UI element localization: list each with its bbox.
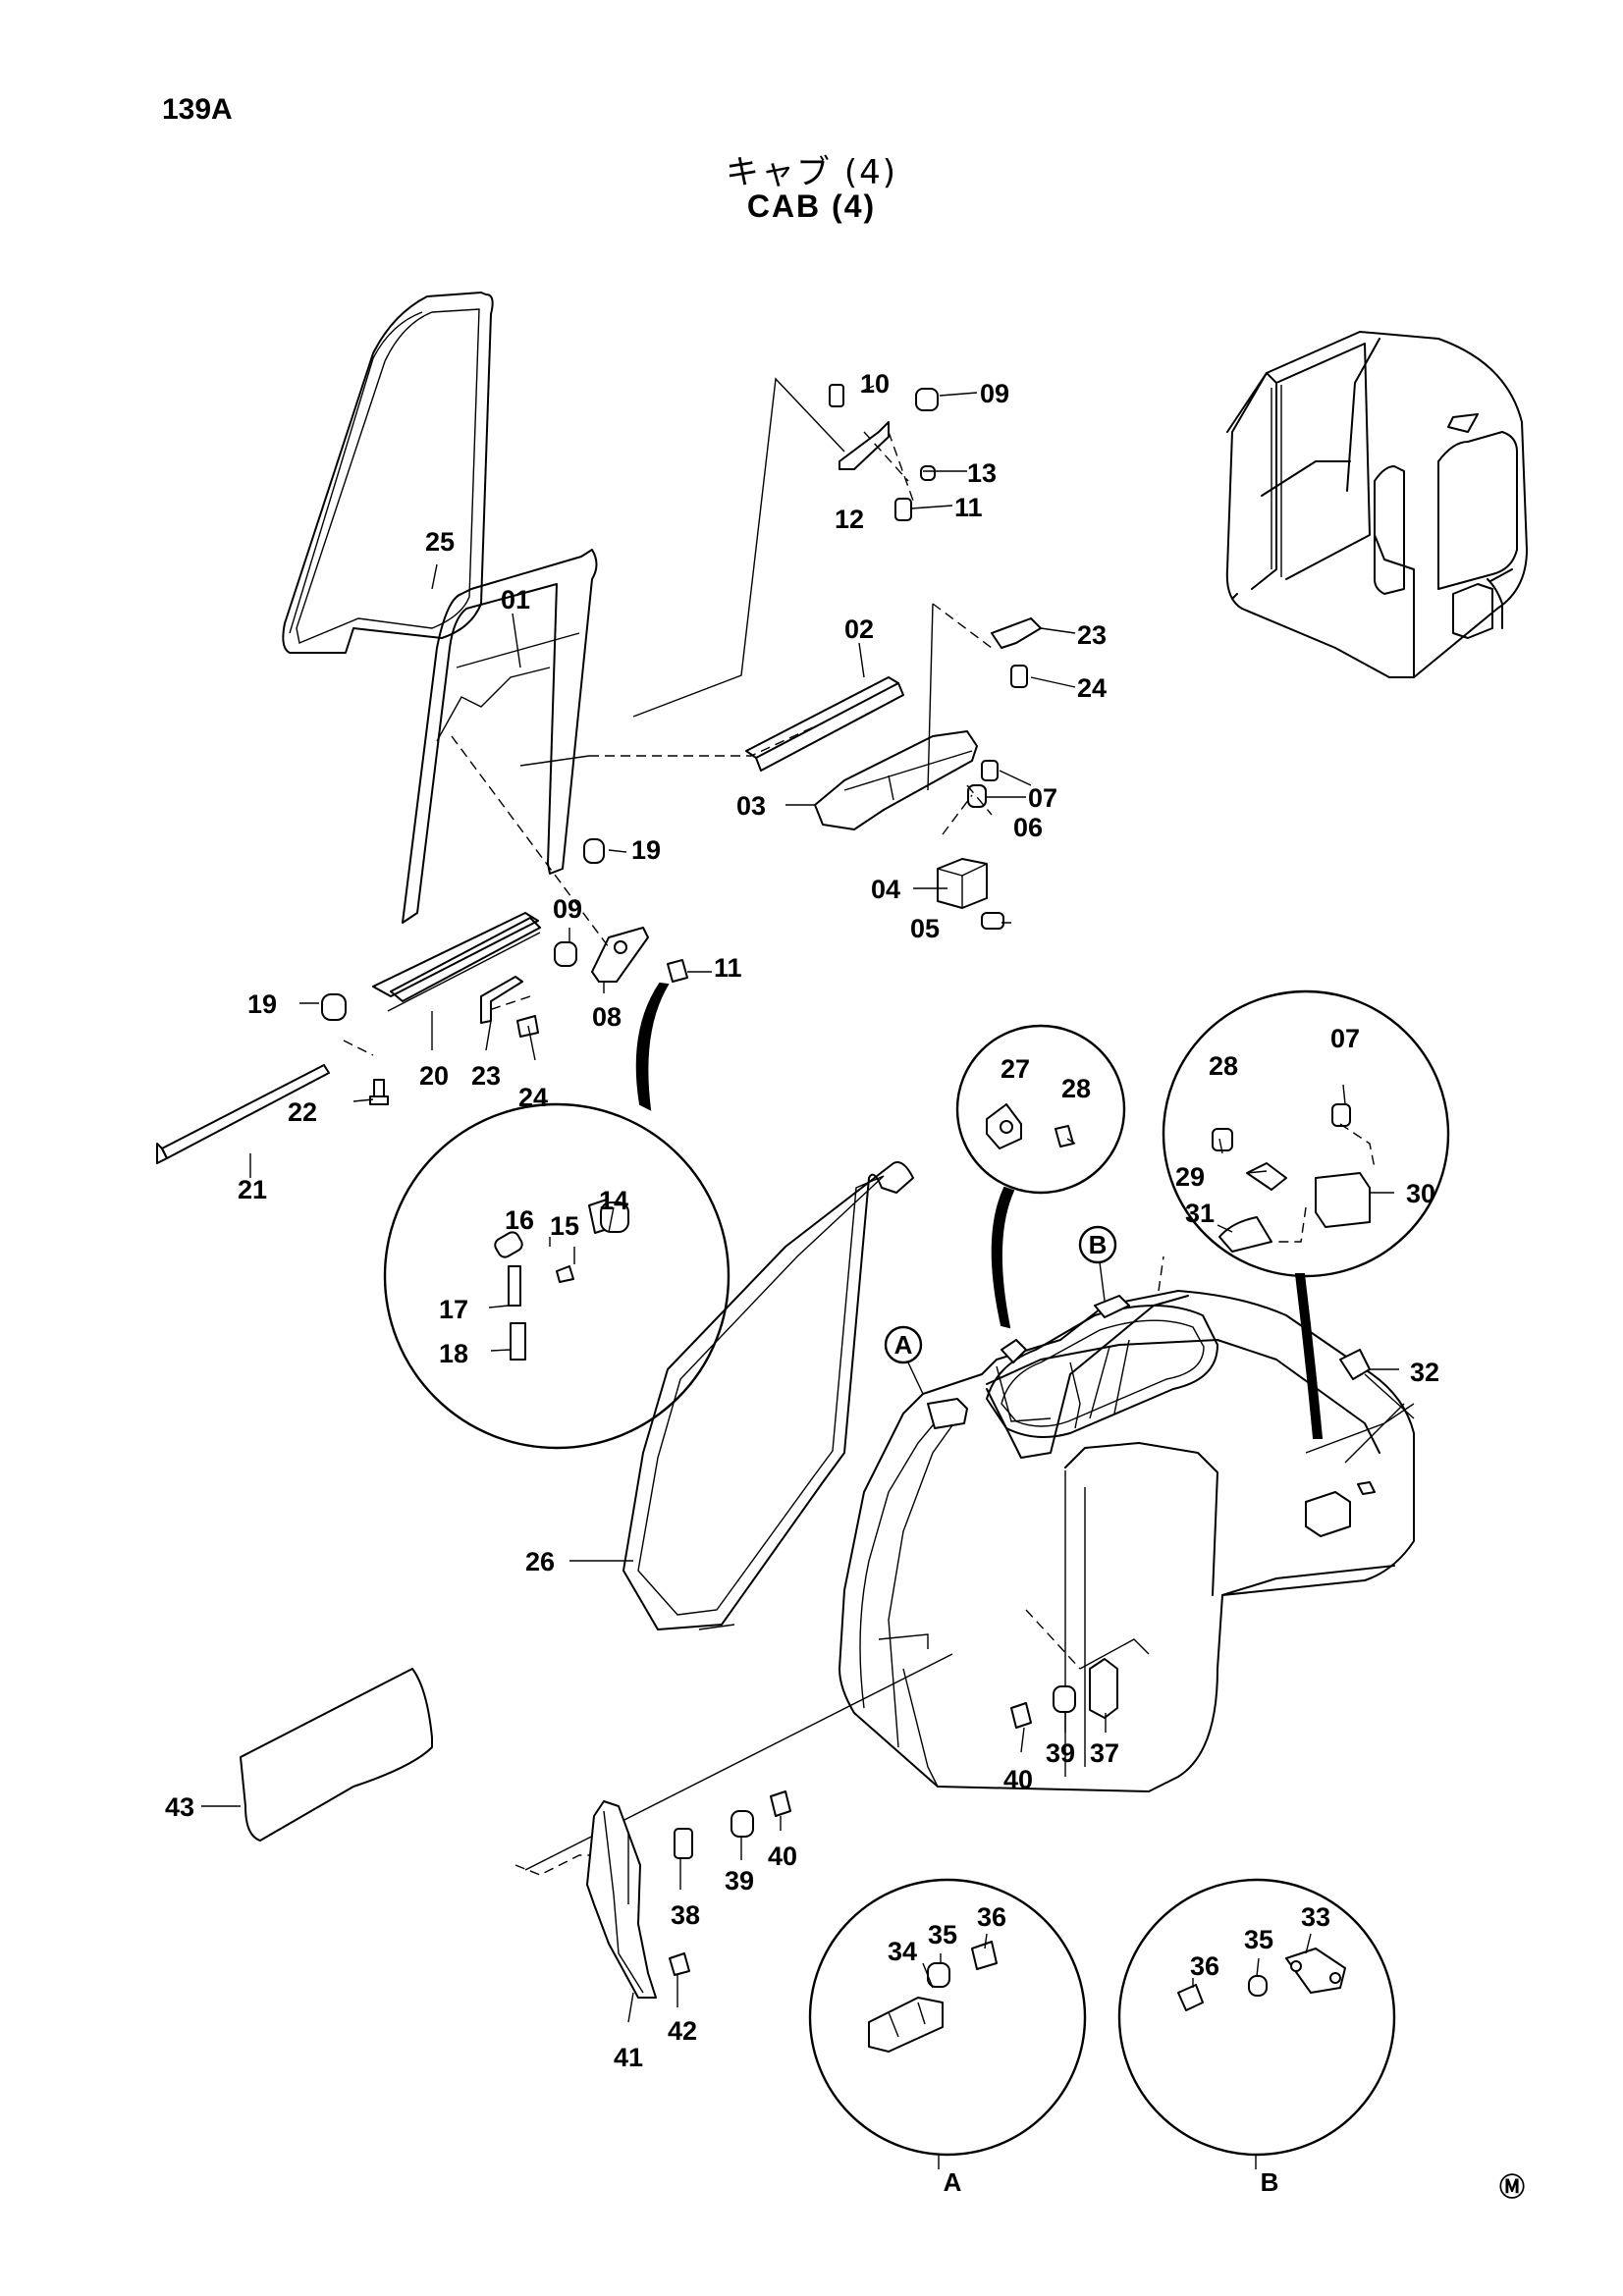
detail-circle-b: [1117, 1878, 1396, 2157]
detail-a-label: A: [944, 2167, 962, 2197]
label-22: 22: [288, 1097, 317, 1127]
label-11-top: 11: [954, 493, 983, 522]
label-37: 37: [1090, 1738, 1119, 1768]
small-parts-left: [321, 838, 688, 1105]
label-09-top: 09: [980, 379, 1009, 408]
label-19-right: 19: [631, 835, 661, 865]
label-13: 13: [967, 458, 997, 488]
label-20: 20: [419, 1061, 449, 1091]
hinge-bracket-12: [829, 384, 939, 521]
rail-21: [156, 1064, 330, 1164]
label-26: 26: [525, 1547, 555, 1576]
part-labels: 25 01 10 09 13 12 11 02 23 24 07 03 06 0…: [165, 369, 1439, 2072]
label-38: 38: [671, 1900, 700, 1930]
cab-overview-illustration: [1225, 331, 1528, 678]
label-33: 33: [1301, 1902, 1330, 1932]
label-31: 31: [1185, 1199, 1215, 1228]
detail-circle-hinge: [955, 1024, 1126, 1329]
detail-circle-a: [808, 1878, 1087, 2157]
title-english: CAB (4): [746, 188, 877, 224]
label-32: 32: [1410, 1358, 1439, 1387]
label-07-detail: 07: [1330, 1024, 1360, 1053]
label-36-b: 36: [1190, 1951, 1219, 1981]
label-21: 21: [238, 1175, 267, 1204]
label-18: 18: [439, 1339, 468, 1368]
mount-37-39-40: [1010, 1658, 1118, 1729]
label-01: 01: [501, 585, 530, 614]
handle-23: [991, 617, 1042, 688]
marker-a: A: [884, 1325, 924, 1395]
latch-03: [814, 730, 999, 830]
page-code: 139A: [162, 93, 233, 126]
label-27: 27: [1001, 1054, 1030, 1084]
svg-text:Ⓜ: Ⓜ: [1499, 2172, 1525, 2203]
label-04: 04: [871, 875, 900, 904]
detail-b-label: B: [1261, 2167, 1279, 2197]
detail-circle-pins: [383, 982, 730, 1450]
label-28-detail: 28: [1209, 1051, 1238, 1081]
label-41: 41: [614, 2043, 643, 2072]
label-19-left: 19: [247, 989, 277, 1019]
label-08: 08: [592, 1002, 622, 1032]
label-40-left: 40: [768, 1842, 797, 1871]
label-24-right: 24: [1077, 673, 1107, 703]
marker-b: B: [1078, 1225, 1117, 1302]
label-35-a: 35: [928, 1920, 957, 1949]
label-39-right: 39: [1046, 1738, 1075, 1768]
slide-rail-02: [745, 676, 904, 772]
label-25: 25: [425, 527, 455, 557]
label-05: 05: [910, 914, 940, 943]
label-10: 10: [860, 369, 890, 399]
label-43: 43: [165, 1792, 194, 1822]
label-17: 17: [439, 1295, 468, 1324]
leader-lines: [201, 385, 1399, 2169]
label-03: 03: [736, 791, 766, 821]
detail-circle-striker: [1162, 989, 1450, 1439]
svg-text:B: B: [1089, 1230, 1108, 1259]
door-rail-20: [372, 912, 541, 1012]
door-glass-seal-25: [282, 292, 494, 654]
label-12: 12: [835, 505, 864, 534]
label-14: 14: [599, 1186, 628, 1215]
label-24-left: 24: [518, 1083, 548, 1112]
label-28-small: 28: [1061, 1074, 1091, 1103]
bolt-32: [1339, 1349, 1415, 1419]
block-04: [937, 858, 1004, 930]
door-frame-01: [402, 549, 598, 924]
door-seal-26: [622, 1161, 914, 1630]
label-34: 34: [888, 1937, 917, 1966]
title-japanese: キャブ (4): [726, 153, 897, 192]
label-15: 15: [550, 1211, 579, 1241]
cab-body: [839, 1290, 1415, 1792]
glass-panel-43: [240, 1668, 433, 1842]
label-30: 30: [1406, 1179, 1435, 1208]
label-11-mid: 11: [714, 953, 742, 983]
label-39-left: 39: [725, 1866, 754, 1896]
label-02: 02: [844, 614, 874, 644]
label-23-right: 23: [1077, 620, 1107, 650]
m-mark: Ⓜ: [1499, 2172, 1525, 2203]
pillar-trim-41: [586, 1790, 791, 1999]
reference-lines: [343, 377, 993, 1056]
label-06: 06: [1013, 813, 1043, 842]
label-42: 42: [668, 2016, 697, 2046]
label-40-right: 40: [1003, 1765, 1033, 1794]
label-29: 29: [1175, 1162, 1205, 1192]
label-36-a: 36: [977, 1902, 1006, 1932]
label-07-top: 07: [1028, 783, 1057, 813]
label-35-b: 35: [1244, 1925, 1273, 1954]
label-09-mid: 09: [553, 894, 582, 924]
cab-reference-lines: [514, 1255, 1415, 1876]
label-23-left: 23: [471, 1061, 501, 1091]
svg-text:A: A: [894, 1330, 913, 1360]
label-16: 16: [505, 1205, 534, 1235]
